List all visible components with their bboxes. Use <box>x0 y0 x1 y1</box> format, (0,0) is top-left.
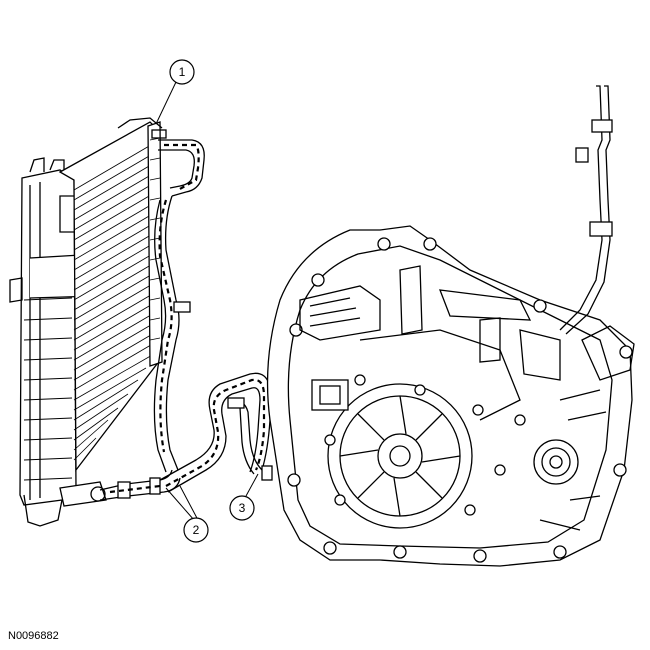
callout-3-number: 3 <box>239 501 246 515</box>
callout-3: 3 <box>229 473 259 521</box>
callout-2: 2 <box>165 485 209 543</box>
cooler-lines <box>99 139 273 501</box>
callout-1: 1 <box>155 59 195 125</box>
callout-2-number: 2 <box>193 523 200 537</box>
radiator <box>9 117 167 527</box>
transmission-case <box>266 225 635 567</box>
figure-reference-code: N0096882 <box>8 630 59 642</box>
dipstick-tube <box>559 85 613 335</box>
callout-1-number: 1 <box>179 65 186 79</box>
